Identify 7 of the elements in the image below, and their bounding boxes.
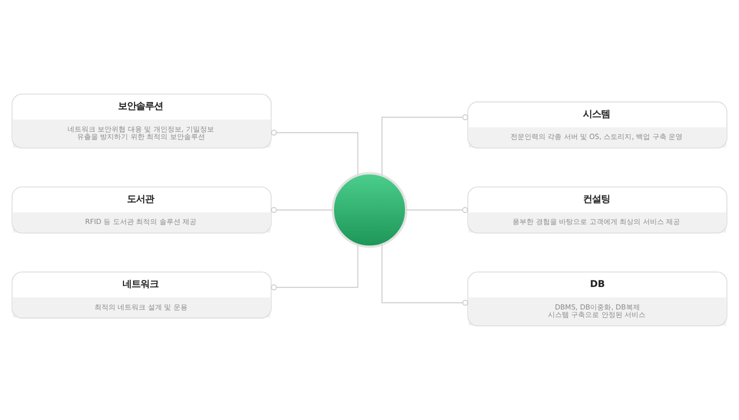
- connector: [406, 207, 468, 213]
- connector: [270, 244, 358, 290]
- connector: [382, 114, 468, 176]
- connector: [270, 207, 334, 213]
- connector: [382, 244, 468, 306]
- node-circle: [332, 172, 408, 248]
- connector: [270, 130, 358, 176]
